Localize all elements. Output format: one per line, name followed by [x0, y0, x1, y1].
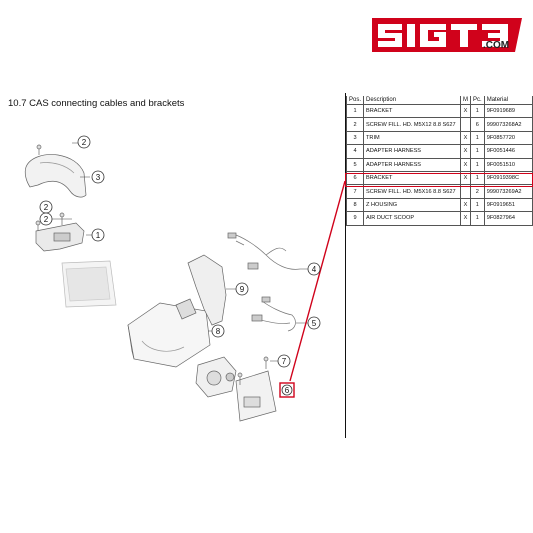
- row-m: X: [460, 211, 472, 226]
- header-m: M: [460, 96, 472, 105]
- row-pc: 1: [470, 144, 485, 159]
- highlight-box: [345, 173, 533, 187]
- callout-5[interactable]: 5: [307, 316, 321, 330]
- row-m: X: [460, 197, 472, 213]
- callout-2[interactable]: 2: [39, 212, 53, 226]
- callout-4[interactable]: 4: [307, 262, 321, 276]
- trim-part: [24, 154, 87, 198]
- row-pc: 6: [470, 117, 485, 132]
- adapter-harness-4-part: [235, 234, 301, 270]
- parts-table: Pos. Description M Pc. Material 1 BRACKE…: [345, 96, 533, 226]
- row-m: X: [460, 144, 472, 159]
- table-row[interactable]: 8 Z HOUSING X 1 9F0919651: [345, 197, 533, 213]
- svg-text:8: 8: [216, 327, 221, 336]
- row-pos: 1: [345, 103, 365, 119]
- row-m: X: [460, 130, 472, 146]
- row-pos: 3: [345, 130, 365, 146]
- svg-text:5: 5: [312, 319, 317, 328]
- row-pc: 1: [470, 157, 485, 172]
- callout-6[interactable]: 6: [279, 382, 295, 398]
- row-description: AIR DUCT SCOOP: [363, 211, 462, 226]
- table-divider: [345, 93, 346, 438]
- row-material: 9F0919651: [483, 197, 533, 213]
- row-pos: 8: [345, 197, 365, 213]
- row-material: 999073268A2: [483, 117, 533, 132]
- row-description: ADAPTER HARNESS: [363, 144, 462, 159]
- row-pos: 2: [345, 117, 365, 132]
- row-description: Z HOUSING: [363, 197, 462, 213]
- bracket-6-part: [235, 370, 277, 422]
- air-duct-scoop-part: [187, 254, 227, 326]
- row-material: 9F0827964: [483, 211, 533, 226]
- svg-text:2: 2: [44, 215, 49, 224]
- row-m: [460, 117, 472, 132]
- row-pos: 9: [345, 211, 365, 226]
- table-row[interactable]: 4 ADAPTER HARNESS X 1 9F0051446: [345, 144, 533, 159]
- callout-2[interactable]: 2: [39, 200, 53, 214]
- row-m: X: [460, 157, 472, 172]
- row-pc: 1: [470, 211, 485, 226]
- row-description: SCREW FILL. HD. M5X12 8.8 S627: [363, 117, 462, 132]
- svg-text:4: 4: [312, 265, 317, 274]
- header-pos: Pos.: [345, 96, 365, 105]
- section-title: 10.7 CAS connecting cables and brackets: [8, 98, 185, 109]
- table-row[interactable]: 2 SCREW FILL. HD. M5X12 8.8 S627 6 99907…: [345, 117, 533, 132]
- table-row[interactable]: 3 TRIM X 1 9F0857720: [345, 130, 533, 146]
- header-description: Description: [363, 96, 462, 105]
- highlight-link-line: [289, 180, 345, 382]
- svg-text:2: 2: [44, 203, 49, 212]
- callout-3[interactable]: 3: [91, 170, 105, 184]
- brand-logo[interactable]: [372, 10, 522, 60]
- header-pc: Pc.: [470, 96, 485, 105]
- row-material: 9F0051446: [483, 144, 533, 159]
- row-pc: 1: [470, 103, 485, 119]
- table-row[interactable]: 1 BRACKET X 1 9F0919689: [345, 103, 533, 119]
- header-material: Material: [483, 96, 533, 105]
- svg-text:2: 2: [82, 138, 87, 147]
- logo-lettering: [378, 24, 508, 47]
- row-pc: 1: [470, 130, 485, 146]
- callout-8[interactable]: 8: [211, 324, 225, 338]
- table-header-row: Pos. Description M Pc. Material: [345, 96, 533, 105]
- callout-9[interactable]: 9: [235, 282, 249, 296]
- row-material: 9F0919689: [483, 103, 533, 119]
- table-row[interactable]: 5 ADAPTER HARNESS X 1 9F0051510: [345, 157, 533, 172]
- svg-text:9: 9: [240, 285, 245, 294]
- row-m: X: [460, 103, 472, 119]
- row-description: ADAPTER HARNESS: [363, 157, 462, 172]
- svg-text:1: 1: [96, 231, 101, 240]
- row-pc: 1: [470, 197, 485, 213]
- svg-text:6: 6: [285, 386, 290, 395]
- logo-domain: .COM: [483, 40, 510, 51]
- row-pos: 5: [345, 157, 365, 172]
- row-pos: 4: [345, 144, 365, 159]
- callout-1[interactable]: 1: [91, 228, 105, 242]
- z-housing-part: [127, 302, 211, 368]
- row-material: 9F0051510: [483, 157, 533, 172]
- table-row[interactable]: 9 AIR DUCT SCOOP X 1 9F0827964: [345, 211, 533, 226]
- row-material: 9F0857720: [483, 130, 533, 146]
- row-description: TRIM: [363, 130, 462, 146]
- svg-text:3: 3: [96, 173, 101, 182]
- row-description: BRACKET: [363, 103, 462, 119]
- callout-7[interactable]: 7: [277, 354, 291, 368]
- parts-diagram: 2 3 2 2 1 4 9 5 8 7 6: [24, 135, 345, 422]
- callout-2[interactable]: 2: [77, 135, 91, 149]
- svg-text:7: 7: [282, 357, 287, 366]
